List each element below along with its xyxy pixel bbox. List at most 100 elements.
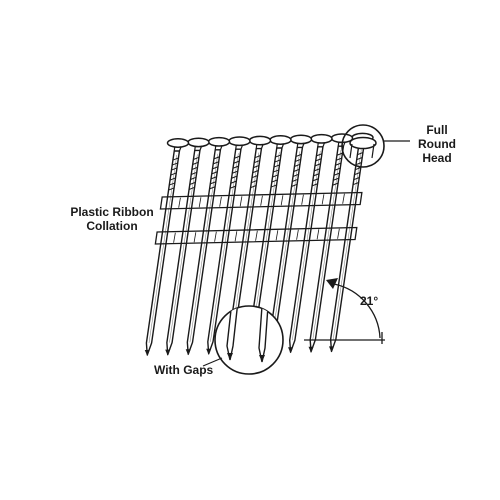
head-label-line2: Round	[418, 137, 456, 151]
nail-thread	[254, 154, 261, 159]
nail-head	[228, 136, 251, 147]
nail-thread	[273, 164, 281, 168]
nail-thread	[314, 163, 322, 167]
nail-thread	[356, 156, 363, 161]
nail-thread	[311, 183, 319, 187]
nail-thread	[293, 168, 300, 173]
nail-tip	[144, 350, 150, 356]
nail-shank-line	[292, 150, 321, 341]
head-label-line1: Full	[426, 123, 448, 137]
nail-thread	[270, 184, 278, 188]
angle-arc	[333, 283, 381, 339]
gap-leader-line	[202, 357, 223, 367]
nail-thread	[170, 172, 177, 176]
ribbon-segment	[301, 194, 304, 205]
nail	[185, 136, 231, 356]
nail-thread	[332, 177, 340, 181]
nail-shank-line	[332, 149, 362, 340]
nail	[206, 136, 251, 355]
nail-neck	[301, 142, 305, 148]
full-round-head-label: Full Round Head	[412, 123, 462, 165]
nail-neck	[276, 143, 278, 149]
nail-thread	[291, 183, 298, 188]
nail-shank-line	[169, 154, 198, 343]
ribbon-label-line2: Collation	[86, 219, 138, 233]
nail-shank-line	[189, 153, 219, 343]
nail-thread	[271, 179, 278, 183]
nail-thread	[190, 171, 198, 176]
nail-thread	[210, 176, 218, 180]
nail-neck	[317, 142, 319, 147]
nail-thread	[168, 187, 175, 191]
nail-head	[166, 138, 190, 148]
nail-thread	[312, 178, 319, 182]
nail-neck	[199, 145, 203, 151]
nail-head	[207, 136, 231, 147]
ribbon-segment	[178, 197, 181, 208]
nail-thread	[315, 153, 323, 157]
nail-head	[269, 135, 292, 145]
nail-thread	[213, 156, 220, 160]
nail-thread	[171, 162, 179, 166]
nail-thread	[356, 151, 364, 156]
nail-tip	[185, 349, 191, 356]
nail-thread	[230, 180, 237, 184]
angle-indicator	[304, 278, 385, 344]
nail-neck	[296, 142, 299, 148]
nail-thread	[189, 181, 196, 186]
nail-thread	[211, 166, 219, 170]
plastic-ribbon-collation-label: Plastic Ribbon Collation	[52, 205, 172, 233]
nail-thread	[294, 158, 302, 163]
nail-thread	[209, 181, 217, 185]
nail	[165, 137, 210, 356]
nail-thread	[230, 175, 238, 179]
nail-thread	[170, 167, 178, 171]
nail-neck	[255, 144, 258, 149]
nail-thread	[272, 169, 280, 173]
ribbon-segment	[342, 193, 345, 204]
ribbon-segment	[296, 229, 299, 240]
nail-thread	[233, 155, 241, 159]
nail-neck	[337, 141, 340, 147]
nail-thread	[232, 165, 240, 169]
nail-thread	[291, 178, 299, 183]
nail-thread	[252, 164, 260, 169]
nail	[288, 133, 333, 354]
nail-neck	[235, 144, 237, 150]
nail-neck	[322, 142, 326, 148]
nail-neck	[281, 143, 285, 149]
nail-thread	[353, 171, 361, 176]
nail-thread	[313, 168, 321, 172]
nail-thread	[315, 158, 322, 162]
nail-thread	[229, 185, 237, 189]
gap-detail-tip	[227, 353, 233, 360]
gap-callout-circle	[214, 305, 284, 375]
ribbon-band-lower	[154, 226, 358, 245]
ribbon-band-upper	[159, 191, 363, 210]
ribbon-outline	[159, 191, 363, 210]
nail-shank-line	[210, 153, 239, 342]
ribbon-segment	[337, 228, 340, 239]
ribbon-segment	[255, 230, 258, 241]
nail-thread	[209, 186, 216, 190]
nail-neck	[240, 144, 244, 150]
nail-thread	[250, 179, 258, 184]
nail-thread	[333, 172, 341, 176]
nail-neck	[173, 146, 176, 152]
ribbon-segment	[321, 194, 325, 205]
nail-thread	[189, 176, 197, 181]
ribbon-segment	[198, 197, 202, 208]
nail-thread	[336, 152, 343, 156]
nail-thread	[295, 153, 302, 158]
nail-thread	[169, 177, 177, 181]
nail-thread	[352, 181, 360, 186]
nail-thread	[334, 162, 342, 166]
ribbon-segment	[275, 230, 279, 241]
nail-thread	[332, 182, 339, 186]
nail-thread	[192, 156, 200, 161]
nail-tip	[328, 346, 334, 353]
angle-label: 21°	[360, 294, 379, 308]
ribbon-label-line1: Plastic Ribbon	[70, 205, 154, 219]
nail-tip	[165, 349, 171, 356]
ribbon-segment	[280, 195, 284, 206]
